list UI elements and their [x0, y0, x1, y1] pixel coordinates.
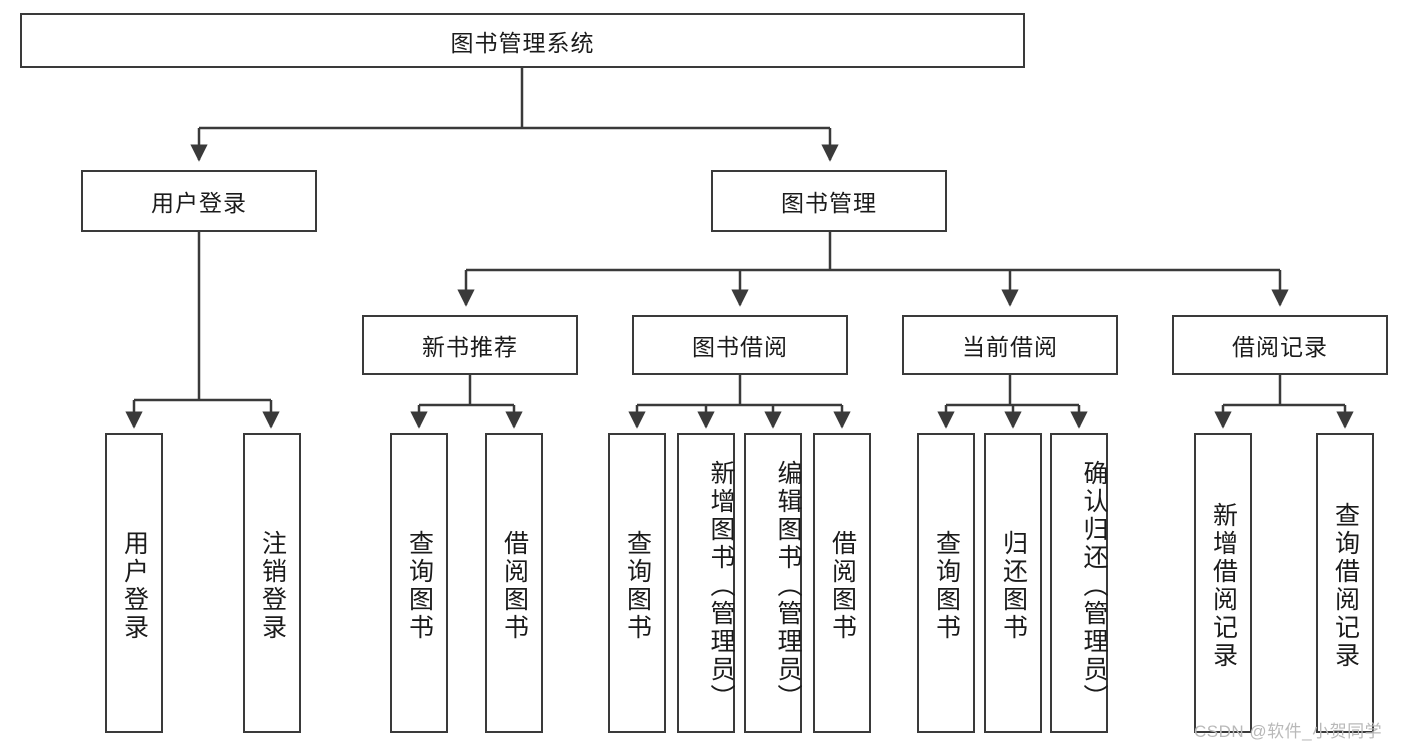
node-borrow-record[interactable]: 借阅记录: [1172, 315, 1388, 375]
leaf-borrow-record-add-record[interactable]: 新增借阅记录: [1194, 433, 1252, 733]
node-label: 归还图书: [999, 530, 1028, 642]
leaf-new-book-borrow-book[interactable]: 借阅图书: [485, 433, 543, 733]
node-label: 新书推荐: [422, 334, 518, 360]
node-new-book-recommend[interactable]: 新书推荐: [362, 315, 578, 375]
node-label: 借阅记录: [1232, 334, 1328, 360]
node-label: 确认归还（管理员）: [1080, 460, 1108, 712]
node-book-management[interactable]: 图书管理: [711, 170, 947, 232]
node-root-book-management-system[interactable]: 图书管理系统: [20, 13, 1025, 68]
node-user-login[interactable]: 用户登录: [81, 170, 317, 232]
node-label: 用户登录: [151, 190, 247, 216]
node-label: 借阅图书: [828, 530, 857, 642]
node-book-borrow[interactable]: 图书借阅: [632, 315, 848, 375]
leaf-book-borrow-edit-book-admin[interactable]: 编辑图书（管理员）: [744, 433, 802, 733]
node-label: 查询图书: [405, 530, 434, 642]
leaf-book-borrow-add-book-admin[interactable]: 新增图书（管理员）: [677, 433, 735, 733]
csdn-watermark: CSDN @软件_小贺同学: [1194, 722, 1383, 741]
node-label: 编辑图书（管理员）: [774, 460, 802, 712]
node-label: 新增借阅记录: [1209, 502, 1238, 670]
node-label: 查询借阅记录: [1331, 502, 1360, 670]
leaf-book-borrow-query-book[interactable]: 查询图书: [608, 433, 666, 733]
leaf-new-book-query-book[interactable]: 查询图书: [390, 433, 448, 733]
node-current-borrow[interactable]: 当前借阅: [902, 315, 1118, 375]
leaf-book-borrow-borrow-book[interactable]: 借阅图书: [813, 433, 871, 733]
leaf-borrow-record-query-record[interactable]: 查询借阅记录: [1316, 433, 1374, 733]
node-label: 借阅图书: [500, 530, 529, 642]
node-label: 查询图书: [932, 530, 961, 642]
node-label: 当前借阅: [962, 334, 1058, 360]
node-label: 图书借阅: [692, 334, 788, 360]
node-label: 用户登录: [120, 530, 149, 642]
node-label: 注销登录: [258, 530, 287, 642]
node-label: 图书管理系统: [450, 29, 595, 56]
leaf-current-borrow-query-book[interactable]: 查询图书: [917, 433, 975, 733]
node-label: 新增图书（管理员）: [707, 460, 735, 712]
leaf-current-borrow-return-book[interactable]: 归还图书: [984, 433, 1042, 733]
leaf-current-borrow-confirm-return-admin[interactable]: 确认归还（管理员）: [1050, 433, 1108, 733]
node-label: 查询图书: [623, 530, 652, 642]
leaf-user-login-login[interactable]: 用户登录: [105, 433, 163, 733]
leaf-user-login-logout[interactable]: 注销登录: [243, 433, 301, 733]
node-label: 图书管理: [781, 190, 877, 216]
